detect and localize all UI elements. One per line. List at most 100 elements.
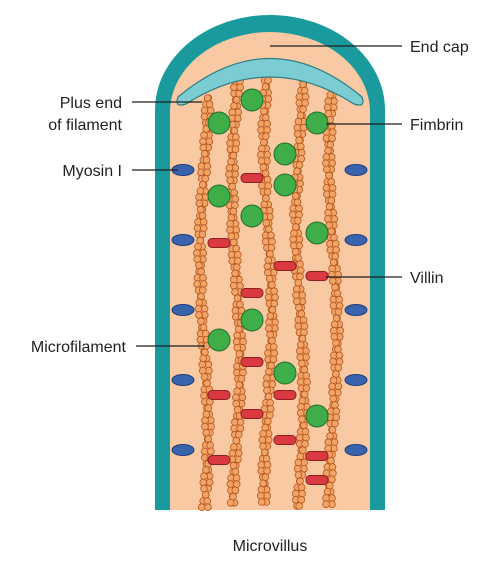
actin-subunit: [239, 368, 247, 377]
actin-subunit: [257, 151, 265, 159]
actin-subunit: [268, 305, 277, 314]
fimbrin: [273, 173, 297, 197]
actin-subunit: [261, 423, 270, 432]
actin-subunit: [264, 392, 273, 401]
actin-subunit: [323, 487, 332, 496]
actin-subunit: [231, 269, 239, 278]
actin-subunit: [263, 151, 272, 159]
villin: [207, 390, 231, 400]
actin-subunit: [201, 416, 209, 425]
actin-subunit: [331, 240, 340, 248]
actin-subunit: [197, 267, 205, 276]
fimbrin: [240, 88, 264, 112]
actin-subunit: [230, 189, 239, 197]
actin-subunit: [231, 195, 240, 203]
actin-subunit: [264, 436, 273, 444]
actin-subunit: [234, 449, 243, 458]
actin-subunit: [257, 485, 266, 494]
actin-subunit: [331, 419, 339, 428]
actin-subunit: [328, 159, 337, 168]
actin-subunit: [298, 334, 307, 343]
actin-subunit: [302, 433, 310, 442]
actin-subunit: [324, 215, 332, 223]
actin-subunit: [199, 224, 208, 233]
actin-subunit: [296, 179, 304, 188]
actin-subunit: [232, 480, 241, 489]
actin-subunit: [295, 204, 303, 213]
actin-subunit: [329, 469, 337, 478]
actin-subunit: [299, 105, 307, 113]
fimbrin: [240, 308, 264, 332]
actin-subunit: [327, 227, 336, 236]
actin-subunit: [290, 229, 298, 238]
actin-subunit: [270, 349, 279, 358]
actin-subunit: [296, 142, 305, 151]
actin-subunit: [332, 370, 340, 378]
actin-subunit: [257, 157, 266, 165]
actin-subunit: [226, 139, 234, 148]
fimbrin: [305, 111, 329, 135]
actin-subunit: [260, 448, 269, 457]
actin-subunit: [299, 446, 307, 455]
actin-subunit: [302, 371, 311, 380]
actin-subunit: [324, 147, 332, 155]
actin-subunit: [234, 325, 243, 334]
actin-subunit: [263, 262, 272, 271]
actin-subunit: [198, 212, 207, 220]
actin-subunit: [199, 354, 208, 363]
actin-subunit: [298, 415, 306, 424]
actin-subunit: [261, 473, 270, 482]
fimbrin: [305, 404, 329, 428]
actin-subunit: [327, 178, 336, 186]
actin-subunit: [296, 477, 304, 486]
actin-subunit: [325, 171, 333, 180]
actin-subunit: [199, 137, 207, 146]
actin-subunit: [233, 294, 242, 303]
actin-subunit: [296, 272, 304, 281]
myosin-i: [344, 444, 368, 456]
actin-subunit: [263, 188, 272, 196]
actin-subunit: [231, 170, 240, 179]
actin-subunit: [229, 461, 238, 470]
villin: [207, 238, 231, 248]
actin-subunit: [270, 287, 278, 296]
binding-proteins: [171, 88, 368, 485]
actin-subunit: [234, 251, 242, 259]
actin-subunit: [300, 464, 308, 473]
actin-subunit: [289, 241, 298, 250]
actin-subunit: [264, 76, 272, 85]
actin-subunit: [289, 210, 297, 219]
actin-subunit: [329, 357, 338, 366]
actin-subunit: [235, 350, 244, 358]
villin: [305, 475, 329, 485]
actin-subunit: [293, 198, 302, 207]
actin-subunit: [296, 266, 305, 275]
actin-subunit: [328, 190, 337, 199]
actin-subunit: [257, 498, 266, 506]
actin-subunit: [295, 161, 304, 169]
actin-subunit: [233, 343, 242, 352]
actin-subunit: [329, 301, 338, 310]
actin-subunit: [263, 386, 271, 395]
actin-subunit: [295, 93, 304, 101]
actin-subunit: [259, 479, 268, 488]
actin-subunit: [226, 226, 234, 234]
actin-subunit: [236, 424, 245, 433]
actin-subunit: [301, 427, 310, 436]
actin-subunit: [263, 374, 271, 382]
actin-subunit: [300, 365, 309, 374]
actin-subunit: [265, 206, 274, 215]
actin-subunit: [326, 432, 334, 440]
actin-subunit: [193, 224, 202, 233]
actin-subunit: [302, 384, 311, 393]
actin-subunit: [291, 489, 300, 498]
actin-subunit: [322, 153, 331, 161]
actin-subunit: [238, 393, 247, 402]
actin-subunit: [262, 194, 270, 203]
actin-subunit: [297, 148, 306, 157]
actin-subunit: [328, 134, 336, 143]
actin-subunit: [201, 329, 210, 338]
actin-subunit: [328, 463, 337, 471]
actin-subunit: [298, 489, 307, 498]
